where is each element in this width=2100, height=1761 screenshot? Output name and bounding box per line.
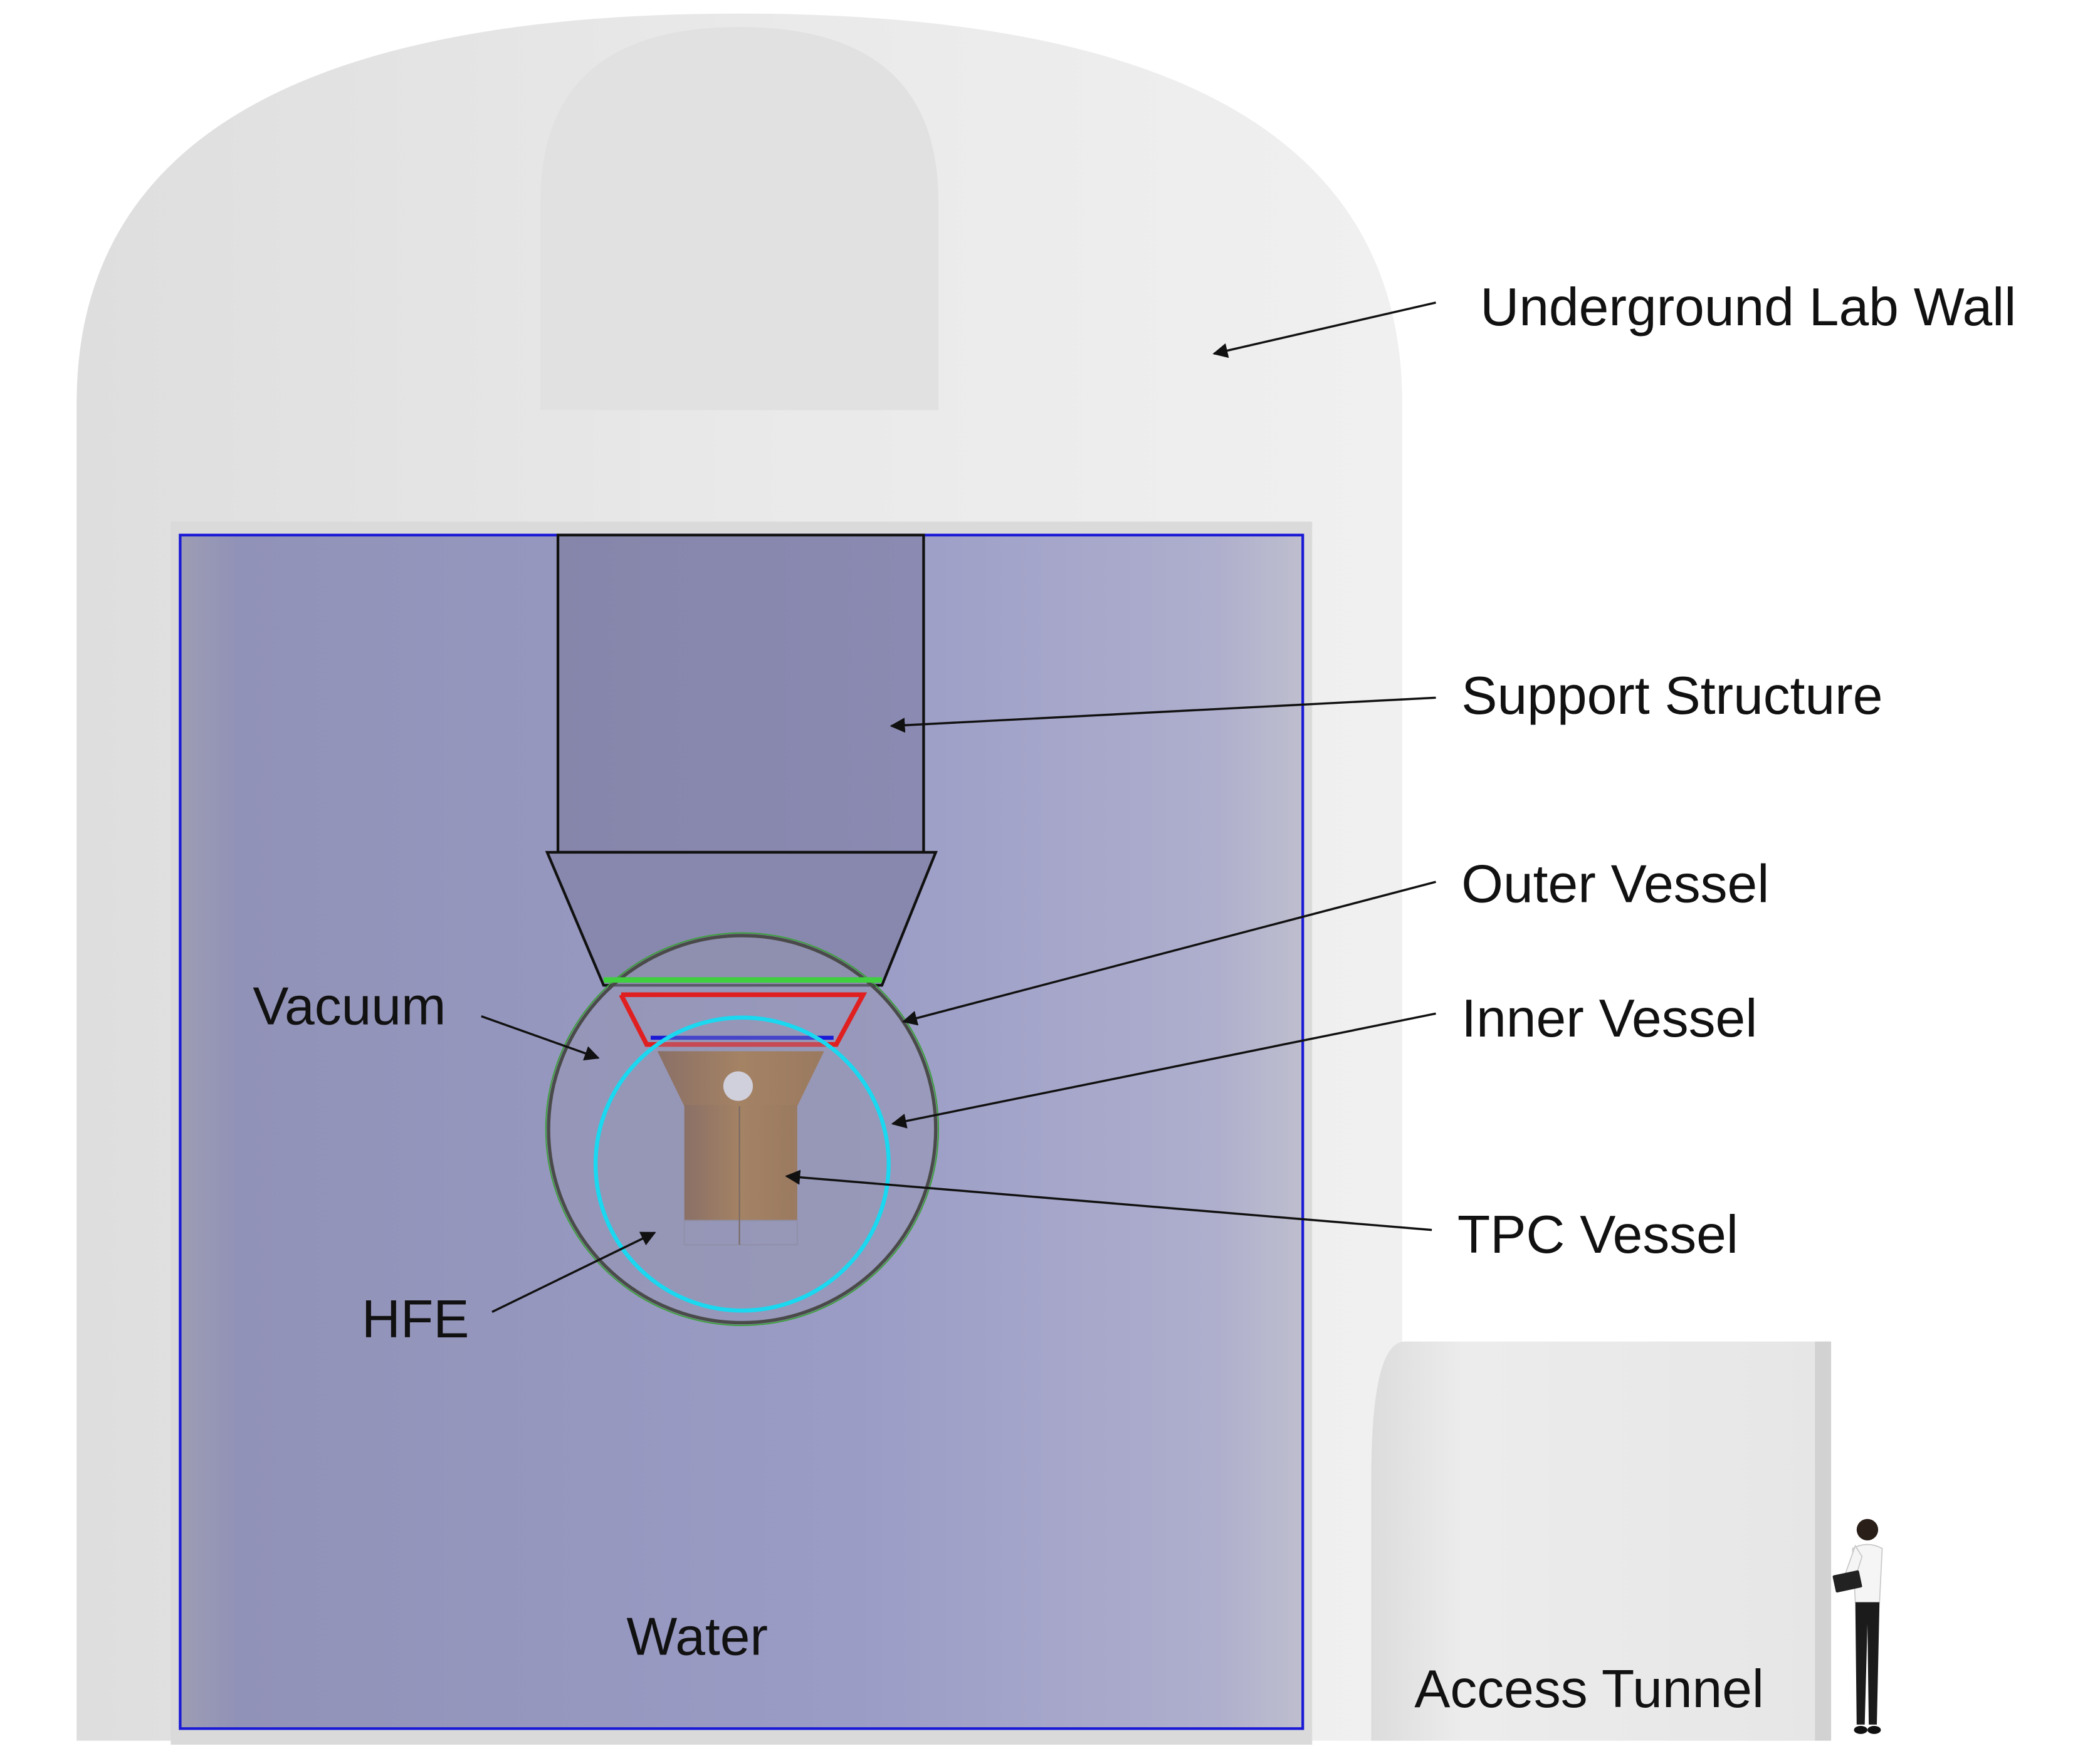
tpc-vessel <box>657 1051 824 1246</box>
arrow-tpc-vessel <box>785 1169 1432 1231</box>
support-structure <box>545 533 938 987</box>
arrow-inner-vessel <box>891 1012 1436 1129</box>
label-vacuum: Vacuum <box>253 976 446 1036</box>
leader-lines <box>481 301 1436 1313</box>
vacuum-lid <box>619 992 868 1047</box>
label-inner-vessel: Inner Vessel <box>1461 988 1757 1048</box>
label-water: Water <box>626 1606 768 1666</box>
arrow-underground-lab-wall <box>1212 301 1436 358</box>
person-icon <box>1832 1518 1883 1734</box>
arrow-vacuum <box>481 1015 600 1061</box>
access-tunnel <box>1371 1341 1832 1741</box>
label-underground-lab-wall: Underground Lab Wall <box>1480 277 2016 337</box>
arrow-outer-vessel <box>901 880 1436 1026</box>
label-support-structure: Support Structure <box>1461 666 1882 726</box>
label-outer-vessel: Outer Vessel <box>1461 854 1769 914</box>
label-access-tunnel: Access Tunnel <box>1414 1659 1764 1719</box>
arrow-support-structure <box>890 696 1436 733</box>
label-hfe: HFE <box>362 1289 470 1349</box>
label-tpc-vessel: TPC Vessel <box>1457 1204 1738 1265</box>
arrow-hfe <box>491 1231 656 1313</box>
labels: Underground Lab Wall Support Structure O… <box>253 277 2016 1719</box>
